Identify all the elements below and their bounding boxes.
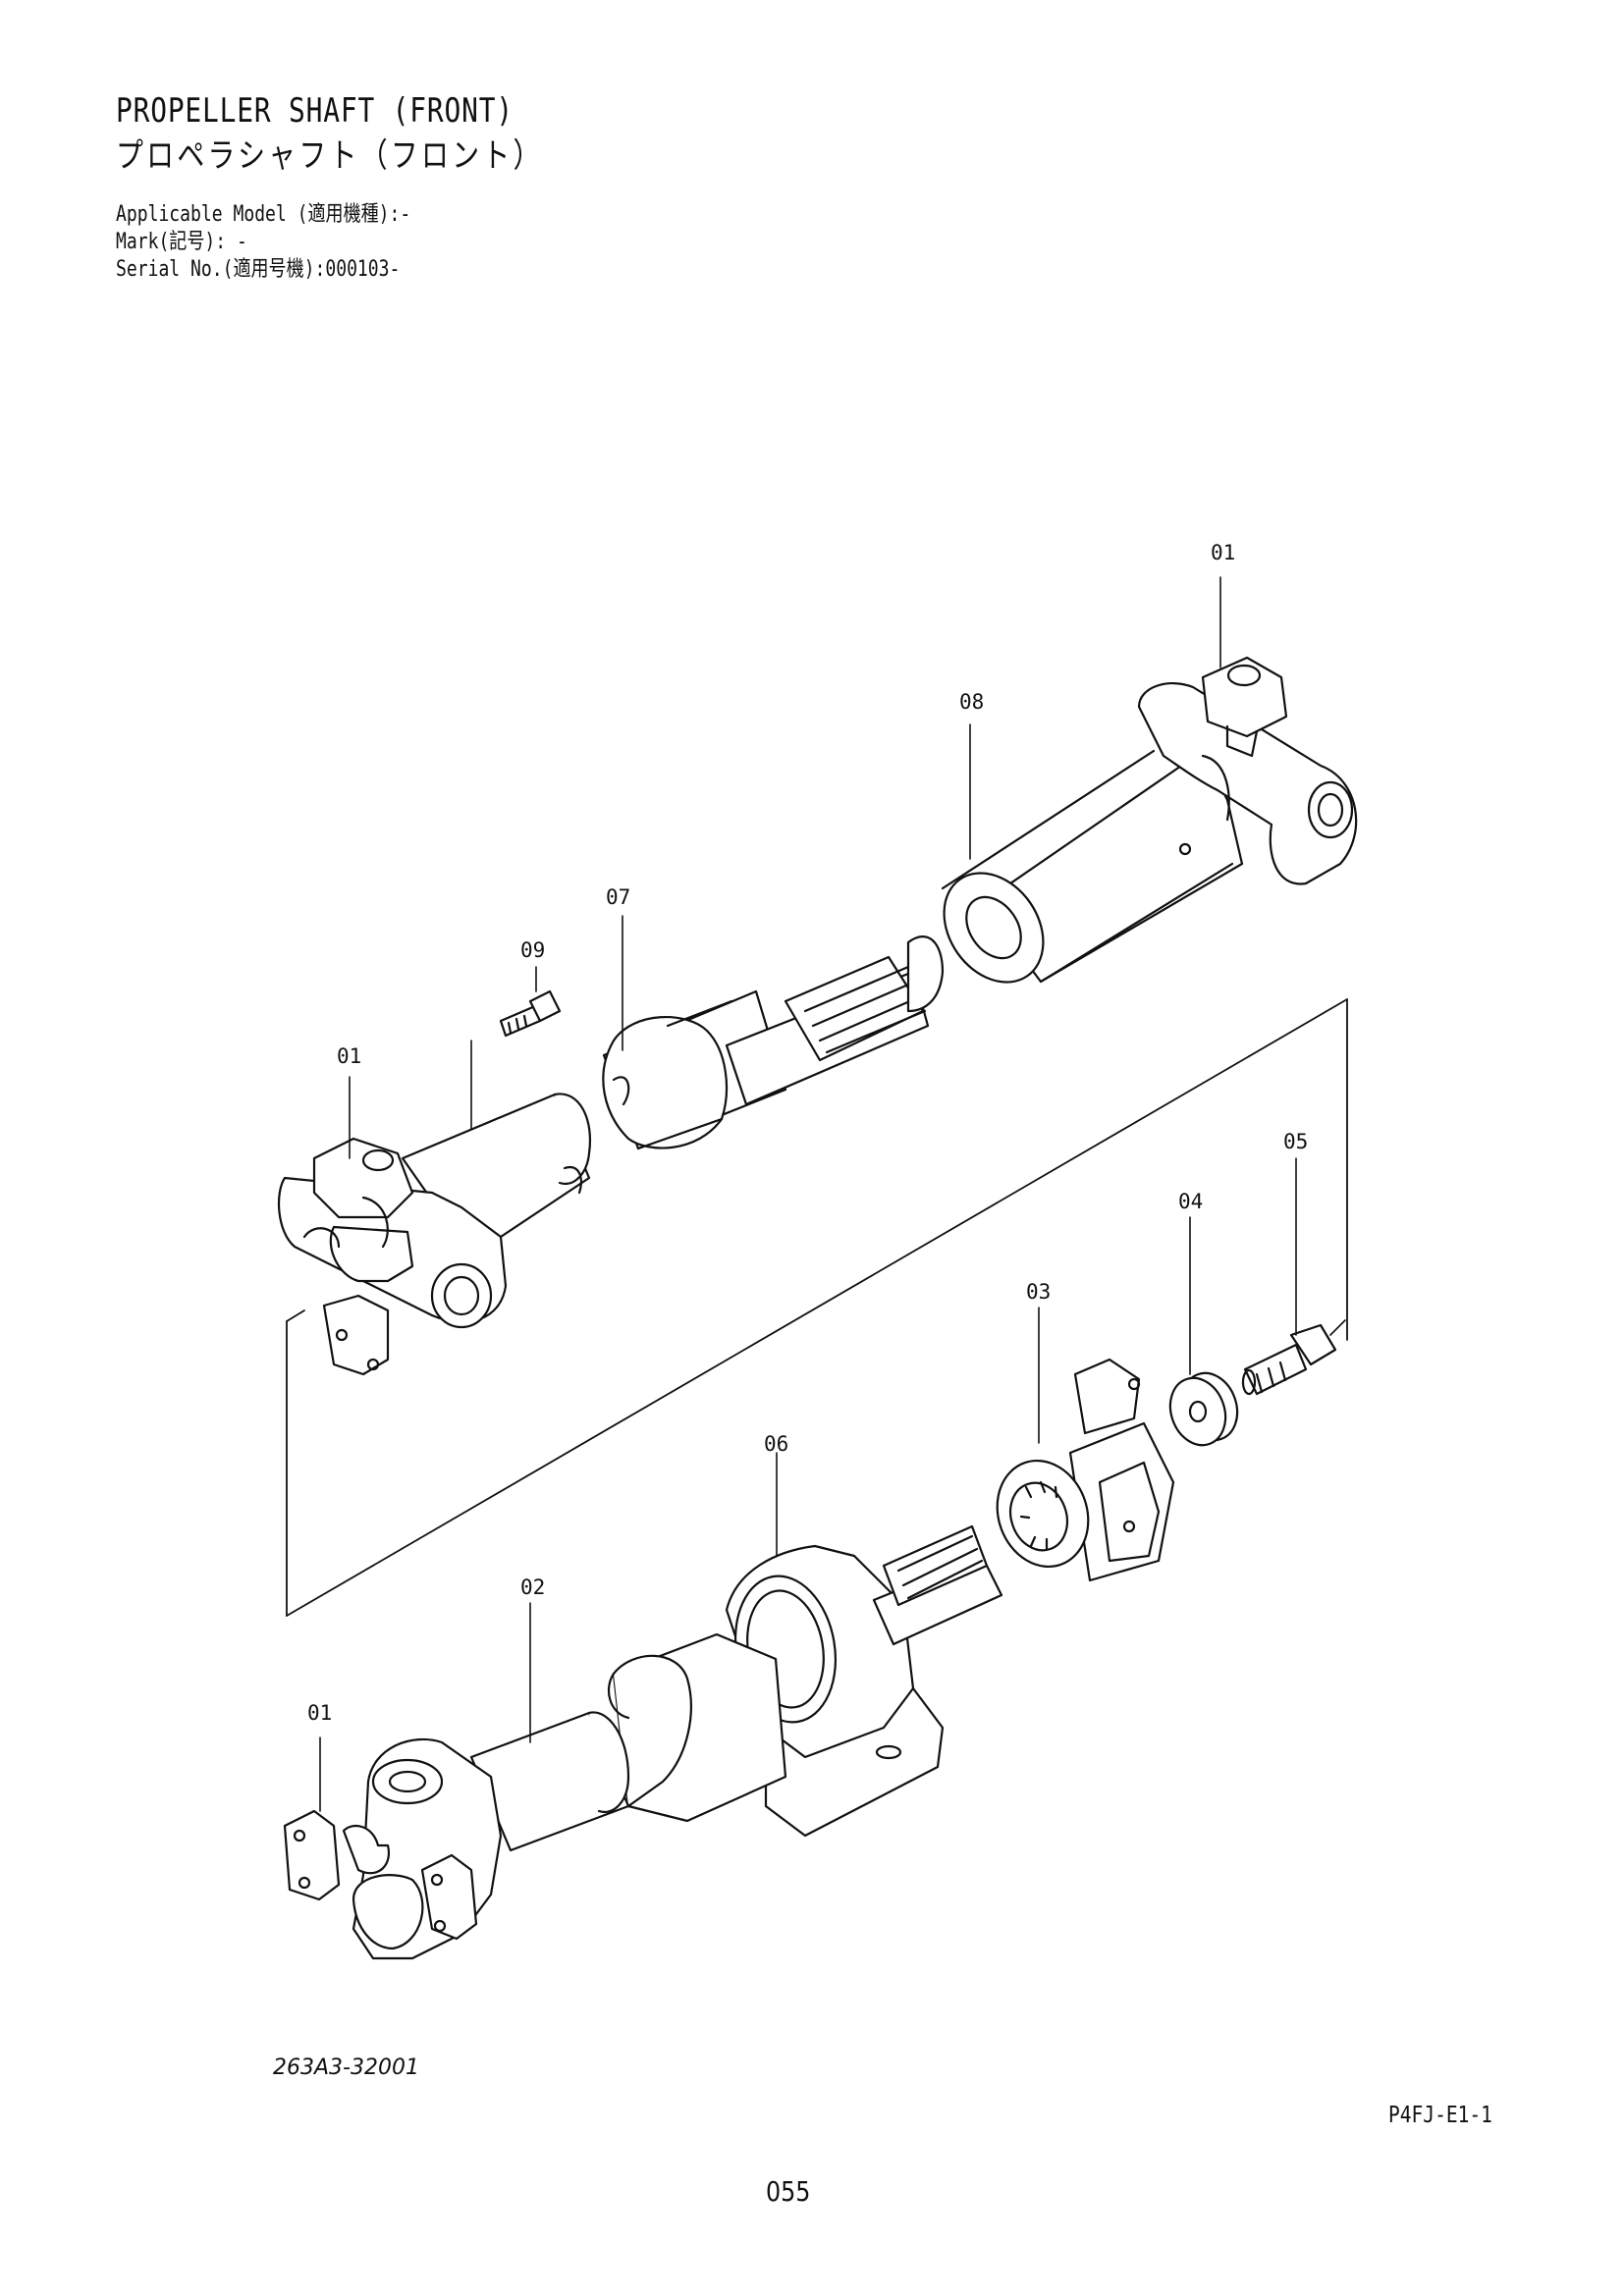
universal-joint-bottom-01 [283,1737,503,1960]
callout-01-bottom: 01 [307,1701,332,1725]
mark: Mark(記号): - [116,230,247,254]
title-japanese: プロペラシャフト（フロント） [116,136,544,176]
callout-08: 08 [959,690,984,714]
tube-02 [469,1632,787,1852]
bolt-05 [1241,1323,1337,1396]
callout-02: 02 [520,1575,545,1599]
callout-05: 05 [1283,1130,1308,1153]
universal-joint-mid-01 [277,1137,508,1376]
universal-joint-top-01 [1137,656,1358,885]
drawing-number: 263A3-32001 [273,2056,419,2080]
callout-01-mid: 01 [337,1044,361,1068]
flange-yoke-03 [996,1358,1175,1582]
callout-01-top: 01 [1211,541,1235,564]
washer-04 [1168,1371,1239,1447]
bolt-09 [499,989,562,1038]
page-reference: P4FJ-E1-1 [1388,2103,1492,2128]
callout-09: 09 [520,938,545,962]
callout-04: 04 [1178,1190,1203,1213]
callout-07: 07 [606,885,630,909]
spline-shaft-07 [602,935,945,1150]
slip-yoke-tube-08 [941,749,1244,984]
callout-03: 03 [1026,1280,1051,1304]
applicable-model: Applicable Model (適用機種):- [116,202,411,227]
serial-number: Serial No.(適用号機):000103- [116,257,401,282]
title-english: PROPELLER SHAFT (FRONT) [116,91,514,131]
callout-06: 06 [764,1432,788,1456]
page-number: 055 [766,2175,811,2208]
